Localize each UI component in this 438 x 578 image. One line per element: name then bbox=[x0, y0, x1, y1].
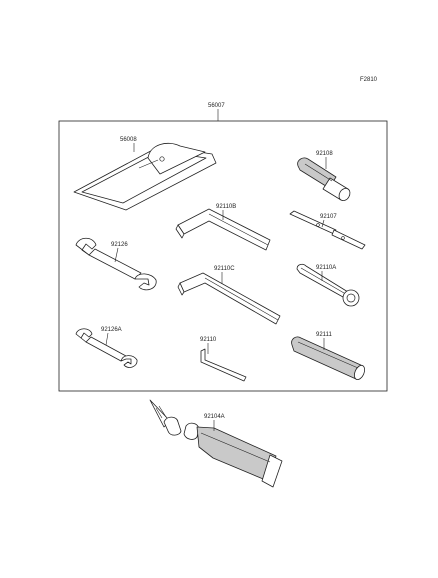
leader-screwdriver bbox=[321, 219, 325, 228]
plug-wrench bbox=[297, 157, 351, 202]
hex-wrench-medium bbox=[177, 272, 281, 325]
leader-wrench-b bbox=[105, 332, 109, 346]
figure-id: F2810 bbox=[360, 77, 378, 83]
hook-spanner bbox=[296, 263, 360, 307]
tool-case bbox=[73, 142, 217, 211]
label-screwdriver: 92107 bbox=[320, 214, 337, 220]
open-wrench-a bbox=[75, 237, 157, 291]
label-wrench-a: 92126 bbox=[111, 242, 128, 248]
extension-handle bbox=[291, 336, 366, 380]
label-wrench-b: 92126A bbox=[101, 327, 122, 333]
label-grease-tube: 92104A bbox=[204, 414, 225, 420]
label-hex-medium: 92110C bbox=[214, 266, 235, 272]
screwdriver bbox=[289, 210, 366, 250]
leader-wrench-a bbox=[114, 247, 119, 263]
kit-label: 56007 bbox=[208, 103, 225, 109]
kit-frame bbox=[58, 120, 388, 392]
label-hex-large: 92110B bbox=[216, 204, 236, 210]
open-wrench-b bbox=[75, 328, 138, 368]
hex-wrench-small bbox=[200, 348, 247, 382]
label-handle: 92111 bbox=[316, 332, 332, 338]
grease-tube bbox=[149, 399, 283, 488]
label-case: 56008 bbox=[120, 137, 137, 143]
label-hook-spanner: 92110A bbox=[316, 265, 336, 271]
label-plug-wrench: 92108 bbox=[316, 151, 333, 157]
label-hex-small: 92110 bbox=[200, 337, 217, 343]
hex-wrench-large bbox=[175, 208, 271, 251]
